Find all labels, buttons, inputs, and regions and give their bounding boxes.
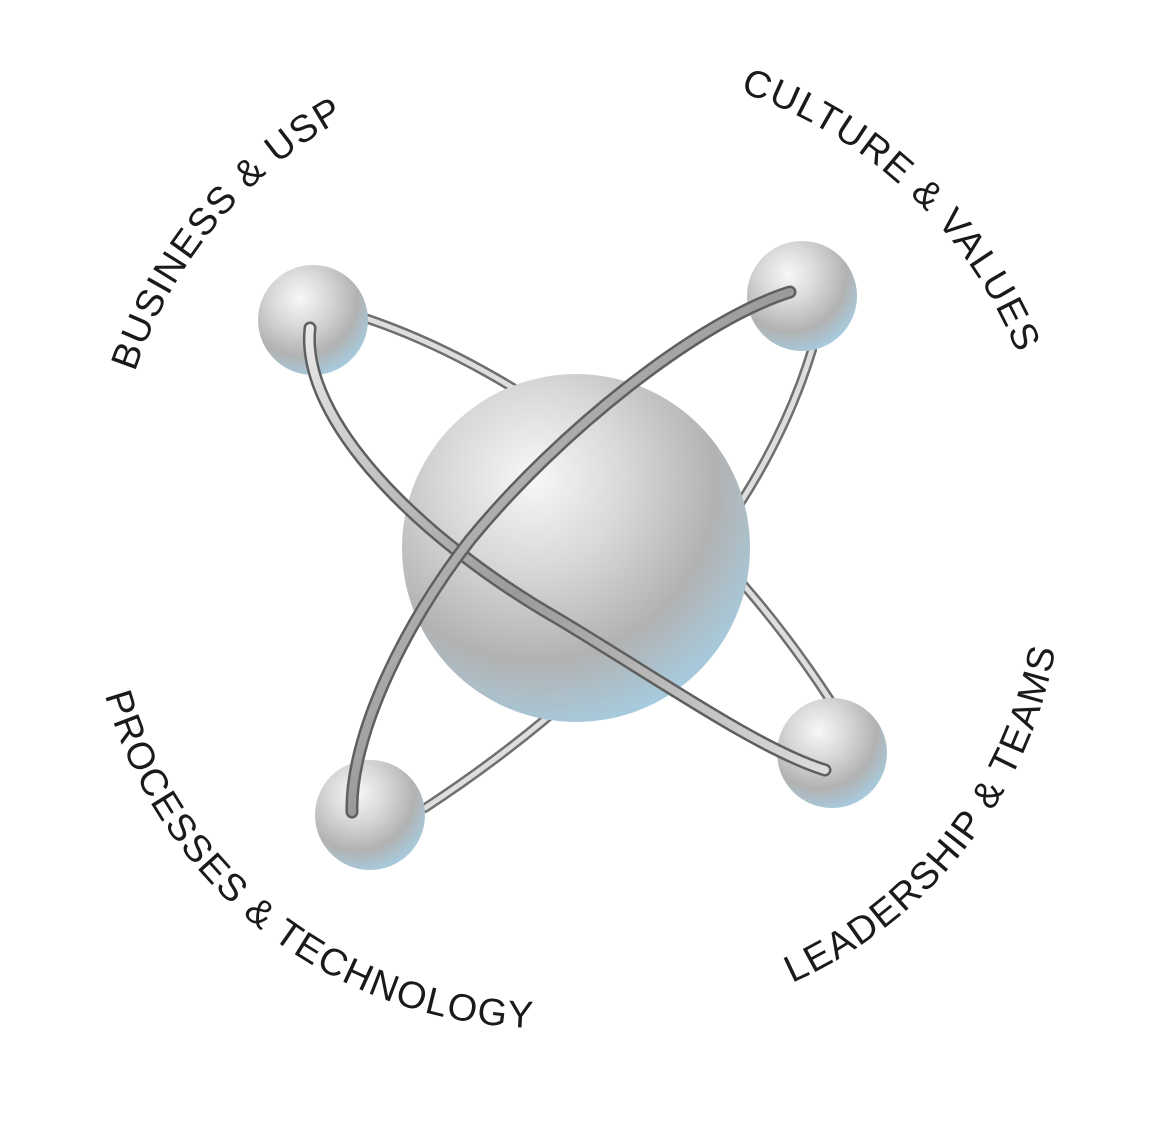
label-processes-technology: PROCESSES & TECHNOLOGY (96, 685, 535, 1037)
central-sphere (402, 374, 750, 722)
orbit-rings-front (302, 285, 832, 819)
satellite-spheres (258, 241, 887, 870)
satellite-sphere-top-right (747, 241, 857, 351)
satellite-sphere-top-left (258, 265, 368, 375)
satellite-sphere-bottom-right (777, 698, 887, 808)
satellite-sphere-bottom-left (315, 760, 425, 870)
